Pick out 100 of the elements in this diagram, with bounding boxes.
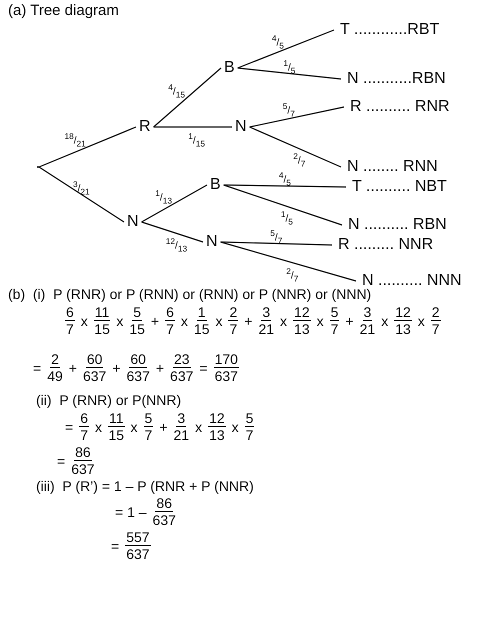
denominator: 21 <box>360 321 376 337</box>
math-operator: x <box>316 312 324 328</box>
denominator: 637 <box>71 461 95 477</box>
branch-letter: N <box>206 233 218 251</box>
numerator: 2 <box>430 304 441 321</box>
math-operator: = <box>65 418 74 434</box>
probability-label: $^{4}$/$_{5}$ <box>278 169 291 188</box>
numerator: 12 <box>208 410 226 427</box>
heading: (a) Tree diagram <box>8 2 119 19</box>
probability-label: $^{4}$/$_{15}$ <box>168 80 185 100</box>
branch-line <box>153 68 222 128</box>
math-operator: x <box>94 418 102 434</box>
math-operator: x <box>130 418 138 434</box>
math-operator: + <box>68 360 77 376</box>
probability-label: $^{1}$/$_{15}$ <box>188 130 205 150</box>
probability-label: $^{12}$/$_{13}$ <box>166 235 188 254</box>
numerator: 3 <box>261 304 272 321</box>
math-operator: = <box>57 452 66 468</box>
denominator: 637 <box>126 368 150 384</box>
numerator: 5 <box>144 410 154 427</box>
outcome-label: N ...........RBN <box>347 70 446 88</box>
numerator: 12 <box>394 304 412 321</box>
probability-label: $^{18}$/$_{21}$ <box>64 130 86 150</box>
probability-label: $^{1}$/$_{5}$ <box>283 56 296 76</box>
math-operator: = 1 – <box>115 504 147 520</box>
denominator: 637 <box>152 512 176 528</box>
math-operator: x <box>418 312 425 328</box>
outcome-label: T ............RBT <box>340 21 440 39</box>
denominator: 15 <box>94 321 110 337</box>
denominator: 7 <box>166 321 174 337</box>
branch-line <box>249 126 342 168</box>
branch-line <box>38 166 124 222</box>
branch-line <box>237 29 334 69</box>
numerator: 86 <box>74 444 92 461</box>
working-text: (iii) P (R’) = 1 – P (RNR + P (NNR) <box>36 478 254 494</box>
branch-line <box>220 241 332 246</box>
denominator: 637 <box>170 368 194 384</box>
numerator: 60 <box>129 351 147 368</box>
denominator: 7 <box>330 321 338 337</box>
denominator: 15 <box>108 427 124 443</box>
numerator: 2 <box>50 351 60 368</box>
math-operator: + <box>112 360 120 376</box>
numerator: 6 <box>65 304 75 321</box>
denominator: 15 <box>194 321 210 337</box>
numerator: 1 <box>196 304 207 321</box>
math-operator: x <box>116 312 124 328</box>
probability-label: $^{3}$/$_{21}$ <box>73 178 90 197</box>
math-operator: + <box>345 312 354 328</box>
branch-letter: B <box>224 59 235 77</box>
numerator: 2 <box>228 304 238 321</box>
outcome-label: R ......... NNR <box>338 236 434 254</box>
branch-line <box>154 126 232 128</box>
math-operator: x <box>215 312 222 328</box>
denominator: 637 <box>126 546 150 562</box>
numerator: 11 <box>94 304 110 321</box>
numerator: 60 <box>86 351 104 368</box>
numerator: 5 <box>244 410 254 427</box>
math-operator: x <box>180 312 188 328</box>
denominator: 7 <box>432 321 440 337</box>
denominator: 637 <box>214 368 238 384</box>
numerator: 3 <box>362 304 372 321</box>
numerator: 23 <box>172 351 191 368</box>
probability-label: $^{5}$/$_{7}$ <box>270 226 282 246</box>
numerator: 6 <box>79 410 89 427</box>
working-text: (ii) P (RNR) or P(NNR) <box>36 392 182 408</box>
denominator: 637 <box>82 368 106 384</box>
numerator: 170 <box>214 351 239 368</box>
math-operator: = <box>199 360 208 376</box>
branch-letter: N <box>235 118 247 136</box>
probability-label: $^{2}$/$_{7}$ <box>293 150 306 170</box>
branch-line <box>141 184 208 223</box>
outcome-label: N .......... RBN <box>348 216 447 234</box>
denominator: 13 <box>209 427 225 443</box>
outcome-label: R .......... RNR <box>350 98 450 116</box>
math-operator: x <box>232 418 239 434</box>
math-operator: + <box>244 312 252 328</box>
math-operator: = <box>33 360 42 376</box>
denominator: 7 <box>144 427 152 443</box>
outcome-label: N ........ RNN <box>347 158 438 176</box>
math-operator: + <box>150 312 160 328</box>
branch-line <box>249 106 344 128</box>
branch-line <box>224 184 346 188</box>
math-operator: x <box>80 312 88 328</box>
probability-label: $^{4}$/$_{5}$ <box>272 32 284 52</box>
branch-letter: B <box>210 176 221 194</box>
outcome-label: T .......... NBT <box>352 178 447 196</box>
denominator: 21 <box>174 427 190 443</box>
denominator: 13 <box>395 321 411 337</box>
probability-label: $^{1}$/$_{13}$ <box>155 186 172 206</box>
numerator: 5 <box>132 304 142 321</box>
branch-line <box>220 241 356 282</box>
probability-label: $^{5}$/$_{7}$ <box>282 100 295 120</box>
denominator: 15 <box>129 321 145 337</box>
numerator: 12 <box>293 304 311 321</box>
math-operator: x <box>381 312 388 328</box>
numerator: 5 <box>330 304 340 321</box>
probability-label: $^{1}$/$_{5}$ <box>280 208 293 228</box>
numerator: 86 <box>155 495 173 512</box>
math-operator: x <box>195 418 202 434</box>
denominator: 21 <box>258 321 274 337</box>
